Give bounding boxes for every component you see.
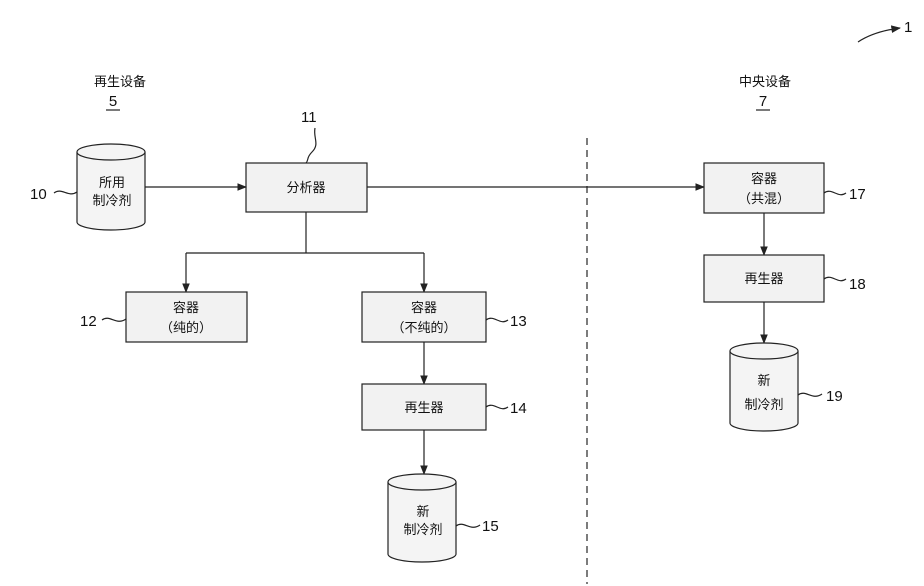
analyzer-split <box>186 212 424 292</box>
svg-text:再生器: 再生器 <box>744 272 783 287</box>
svg-text:制冷剂: 制冷剂 <box>744 398 783 413</box>
used-refrigerant-cylinder: 所用 制冷剂 <box>77 144 145 230</box>
ref-label-13: 13 <box>486 313 527 330</box>
ref-label-19: 19 <box>798 388 843 405</box>
svg-text:容器: 容器 <box>173 300 199 316</box>
svg-text:所用: 所用 <box>99 176 125 191</box>
regenerator-local-box: 再生器 <box>362 384 486 430</box>
svg-text:13: 13 <box>510 313 527 330</box>
ref-label-17: 17 <box>824 186 866 203</box>
svg-text:再生设备: 再生设备 <box>94 74 146 90</box>
svg-text:12: 12 <box>80 313 97 330</box>
svg-text:容器: 容器 <box>411 300 437 316</box>
svg-text:制冷剂: 制冷剂 <box>92 194 131 209</box>
container-pure-box: 容器 （纯的） <box>126 292 247 342</box>
ref-label-11: 11 <box>301 109 317 163</box>
svg-text:新: 新 <box>757 373 770 389</box>
svg-text:15: 15 <box>482 518 499 535</box>
figure-number: 1 <box>858 19 912 42</box>
svg-text:18: 18 <box>849 276 866 293</box>
svg-text:中央设备: 中央设备 <box>739 74 791 90</box>
ref-label-18: 18 <box>824 276 866 293</box>
svg-text:14: 14 <box>510 400 527 417</box>
svg-text:（不纯的）: （不纯的） <box>391 320 456 336</box>
svg-text:11: 11 <box>301 109 317 126</box>
regen-site-heading: 再生设备 5 <box>94 74 146 110</box>
svg-text:19: 19 <box>826 388 843 405</box>
svg-text:新: 新 <box>416 504 429 520</box>
svg-text:1: 1 <box>904 19 912 36</box>
svg-text:17: 17 <box>849 186 866 203</box>
svg-text:容器: 容器 <box>751 171 777 187</box>
container-impure-box: 容器 （不纯的） <box>362 292 486 342</box>
central-site-heading: 中央设备 7 <box>739 74 791 110</box>
ref-label-15: 15 <box>456 518 499 535</box>
svg-text:（纯的）: （纯的） <box>160 320 212 336</box>
container-mixed-box: 容器 （共混） <box>704 163 824 213</box>
analyzer-box: 分析器 <box>246 163 367 212</box>
ref-label-10: 10 <box>30 186 77 203</box>
svg-text:（共混）: （共混） <box>738 192 790 207</box>
ref-label-12: 12 <box>80 313 126 330</box>
svg-text:5: 5 <box>109 93 117 110</box>
svg-text:10: 10 <box>30 186 47 203</box>
regenerator-central-box: 再生器 <box>704 255 824 302</box>
svg-text:分析器: 分析器 <box>286 181 325 196</box>
new-refrigerant-local-cylinder: 新 制冷剂 <box>388 474 456 562</box>
svg-text:再生器: 再生器 <box>404 401 443 416</box>
svg-text:制冷剂: 制冷剂 <box>403 523 442 538</box>
ref-label-14: 14 <box>486 400 527 417</box>
svg-text:7: 7 <box>759 93 767 110</box>
new-refrigerant-central-cylinder: 新 制冷剂 <box>730 343 798 431</box>
